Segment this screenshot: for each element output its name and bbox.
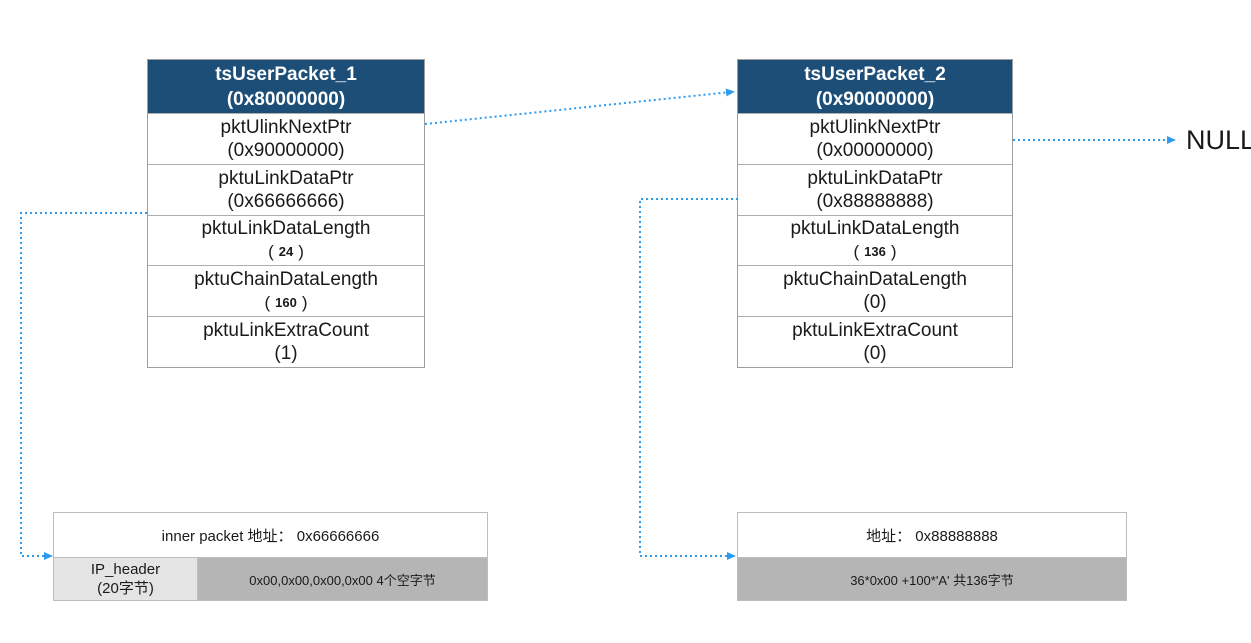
field-name: pktuLinkDataLength <box>790 217 960 239</box>
packet1-row-pktuLinkDataLength: pktuLinkDataLength (24) <box>148 214 424 266</box>
field-value: (0) <box>863 292 887 314</box>
field-name: pktuLinkDataPtr <box>218 167 354 189</box>
packet1-header: tsUserPacket_1 (0x80000000) <box>148 60 424 113</box>
paren-open: ( <box>264 292 271 312</box>
packet1-address: (0x80000000) <box>226 88 346 110</box>
ip-header-label: IP_header <box>90 561 161 578</box>
packet2-row-pktUlinkNextPtr: pktUlinkNextPtr (0x00000000) <box>738 113 1012 164</box>
buffer2-box: 地址： 0x88888888 36*0x00 +100*'A' 共136字节 <box>737 512 1127 601</box>
paren-close: ) <box>301 292 308 312</box>
field-value: (0x00000000) <box>816 139 934 161</box>
packet1-title: tsUserPacket_1 <box>215 63 357 85</box>
buffer1-box: inner packet 地址： 0x66666666 IP_header (2… <box>53 512 488 601</box>
packet2-row-pktuLinkDataPtr: pktuLinkDataPtr (0x88888888) <box>738 163 1012 215</box>
packet2-row-pktuLinkExtraCount: pktuLinkExtraCount (0) <box>738 316 1012 367</box>
buffer1-data-cell: 0x00,0x00,0x00,0x00 4个空字节 <box>198 558 487 600</box>
packet2-row-pktuLinkDataLength: pktuLinkDataLength (136) <box>738 214 1012 266</box>
field-number: 136 <box>864 243 886 259</box>
field-name: pktUlinkNextPtr <box>809 116 941 138</box>
field-value: (0) <box>863 343 887 365</box>
field-value: (160) <box>148 291 424 315</box>
packet1-row-pktUlinkNextPtr: pktUlinkNextPtr (0x90000000) <box>148 113 424 164</box>
paren-open: ( <box>853 241 860 261</box>
paren-close: ) <box>890 241 897 261</box>
packet2-address: (0x90000000) <box>815 88 935 110</box>
paren-open: ( <box>268 241 274 261</box>
buffer1-title: inner packet 地址： 0x66666666 <box>54 513 487 557</box>
field-name: pktuLinkDataLength <box>201 217 371 239</box>
packet2-title: tsUserPacket_2 <box>804 63 946 85</box>
packet1-row-pktuLinkExtraCount: pktuLinkExtraCount (1) <box>148 316 424 367</box>
paren-close: ) <box>298 241 304 261</box>
field-name: pktuLinkExtraCount <box>792 320 958 342</box>
field-value: (0x66666666) <box>227 190 345 212</box>
field-number: 160 <box>275 294 297 310</box>
packet1-struct: tsUserPacket_1 (0x80000000) pktUlinkNext… <box>147 59 425 368</box>
arrow-packet2-dataptr-to-buffer2 <box>639 198 738 560</box>
packet1-row-pktuLinkDataPtr: pktuLinkDataPtr (0x66666666) <box>148 163 424 215</box>
buffer2-data-cell: 36*0x00 +100*'A' 共136字节 <box>738 558 1126 600</box>
buffer1-ip-header-cell: IP_header (20字节) <box>54 558 198 600</box>
field-value: (0x88888888) <box>816 190 934 212</box>
field-name: pktuLinkDataPtr <box>807 167 943 189</box>
ip-header-size: (20字节) <box>97 580 154 597</box>
field-name: pktuChainDataLength <box>783 269 967 291</box>
field-value: (0x90000000) <box>227 139 345 161</box>
packet1-row-pktuChainDataLength: pktuChainDataLength (160) <box>148 265 424 316</box>
field-number: 24 <box>278 243 294 259</box>
arrow-packet1-dataptr-to-buffer1 <box>20 212 147 560</box>
field-value: (24) <box>148 240 424 264</box>
arrow-packet1-next-to-packet2 <box>424 88 735 125</box>
packet2-struct: tsUserPacket_2 (0x90000000) pktUlinkNext… <box>737 59 1013 368</box>
field-name: pktuChainDataLength <box>194 268 378 290</box>
null-label: NULL <box>1186 125 1251 155</box>
field-name: pktUlinkNextPtr <box>220 116 352 138</box>
field-value: (1) <box>274 343 298 365</box>
buffer1-body: IP_header (20字节) 0x00,0x00,0x00,0x00 4个空… <box>54 557 487 600</box>
field-value: (136) <box>738 240 1012 264</box>
packet2-row-pktuChainDataLength: pktuChainDataLength (0) <box>738 265 1012 316</box>
field-name: pktuLinkExtraCount <box>203 320 369 342</box>
packet2-header: tsUserPacket_2 (0x90000000) <box>738 60 1012 113</box>
buffer2-title: 地址： 0x88888888 <box>738 513 1126 557</box>
buffer2-body: 36*0x00 +100*'A' 共136字节 <box>738 557 1126 600</box>
